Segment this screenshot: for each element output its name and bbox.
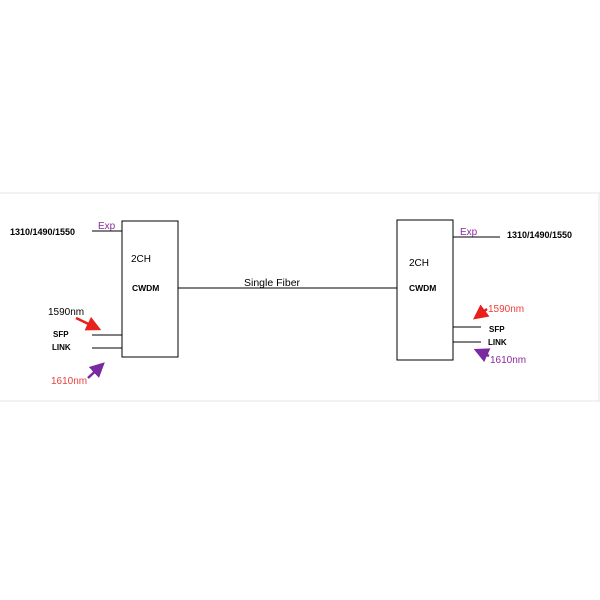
left-module-type: CWDM bbox=[132, 283, 159, 293]
right-wavelength-bottom: 1610nm bbox=[490, 355, 526, 366]
right-port-sfp: SFP bbox=[489, 325, 505, 334]
left-wavelength-bottom: 1610nm bbox=[51, 376, 87, 387]
left-input-label: 1310/1490/1550 bbox=[10, 227, 75, 237]
right-module-channels: 2CH bbox=[409, 258, 429, 269]
left-exp-label: Exp bbox=[98, 221, 116, 232]
left-module-channels: 2CH bbox=[131, 254, 151, 265]
left-port-sfp: SFP bbox=[53, 330, 69, 339]
single-fiber-label: Single Fiber bbox=[244, 277, 301, 289]
left-cwdm-module bbox=[121, 220, 179, 358]
left-arrow-purple bbox=[87, 362, 105, 379]
right-input-label: 1310/1490/1550 bbox=[507, 230, 572, 240]
right-cwdm-module bbox=[396, 219, 454, 361]
right-port-link: LINK bbox=[488, 338, 507, 347]
right-exp-label: Exp bbox=[460, 227, 478, 238]
right-arrow-red bbox=[473, 304, 490, 320]
right-module-type: CWDM bbox=[409, 283, 436, 293]
right-arrow-purple bbox=[473, 348, 491, 363]
left-arrow-red bbox=[75, 316, 102, 331]
right-wavelength-top: 1590nm bbox=[488, 304, 524, 315]
left-wavelength-top: 1590nm bbox=[48, 307, 84, 318]
left-port-link: LINK bbox=[52, 343, 71, 352]
